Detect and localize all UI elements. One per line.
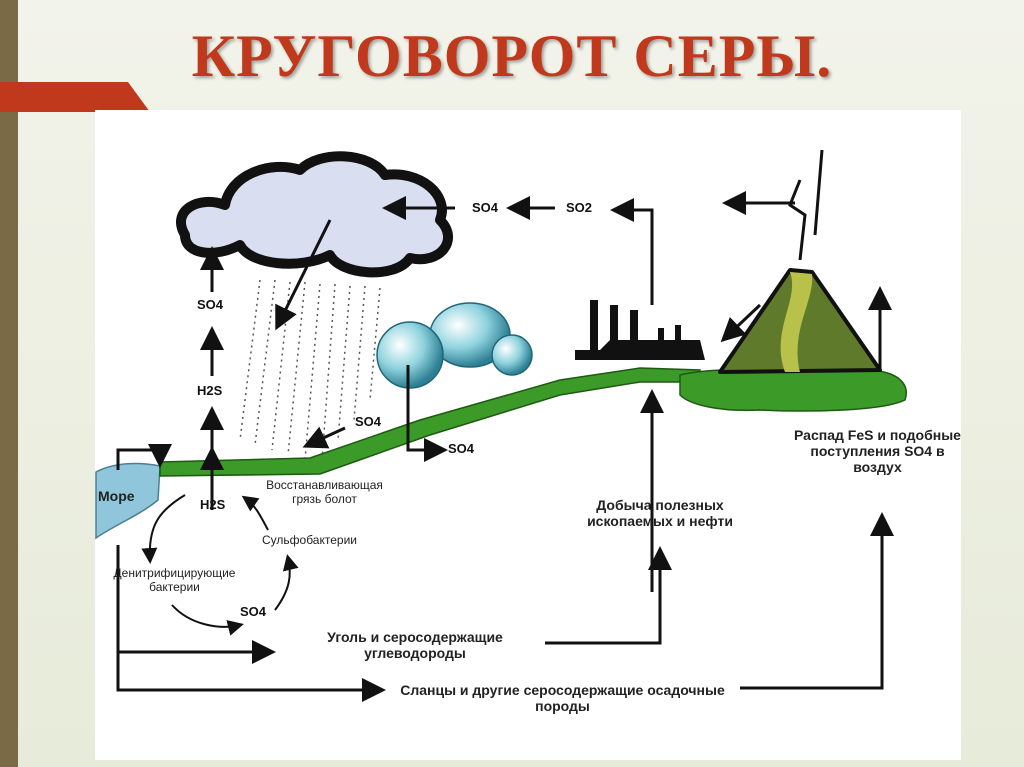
- so4-slope-label: SO4: [355, 414, 382, 429]
- h2s-left-label: H2S: [197, 383, 223, 398]
- rain-icon: [239, 279, 381, 461]
- flow-arrows: [116, 191, 894, 702]
- slide-title: КРУГОВОРОТ СЕРЫ.: [191, 23, 833, 89]
- sea-label: Море: [98, 488, 135, 504]
- grass-slope: [159, 367, 701, 477]
- mining-label: Добыча полезных ископаемых и нефти: [587, 497, 733, 529]
- h2s-cycle-label: H2S: [200, 497, 226, 512]
- denitrifying-bacteria-label: Денитрифицирующие бактерии: [113, 566, 236, 594]
- cloud-icon: [176, 151, 453, 278]
- grass-volcano-base: [679, 368, 907, 412]
- so4-cloud-label: SO4: [472, 200, 499, 215]
- water-drops-icon: [376, 302, 533, 389]
- volcano-icon: [718, 149, 882, 374]
- coal-label: Уголь и серосодержащие углеводороды: [327, 629, 503, 661]
- so2-label: SO2: [566, 200, 593, 215]
- so4-mid-label: SO4: [448, 441, 475, 456]
- factory-icon: [575, 300, 705, 360]
- red-accent-tab: [0, 82, 150, 112]
- swamp-mud-label: Восстанавливающая грязь болот: [266, 478, 383, 506]
- so4-left-label: SO4: [197, 297, 224, 312]
- sulfobacteria-label: Сульфобактерии: [262, 533, 357, 547]
- left-decor-stripe: [0, 0, 18, 767]
- so4-cycle-label: SO4: [240, 604, 267, 619]
- shale-label: Сланцы и другие серосодержащие осадочные…: [400, 682, 725, 714]
- fes-decay-label: Распад FeS и подобные поступления SO4 в …: [794, 427, 961, 475]
- bacteria-cycle-arrows: [141, 494, 299, 636]
